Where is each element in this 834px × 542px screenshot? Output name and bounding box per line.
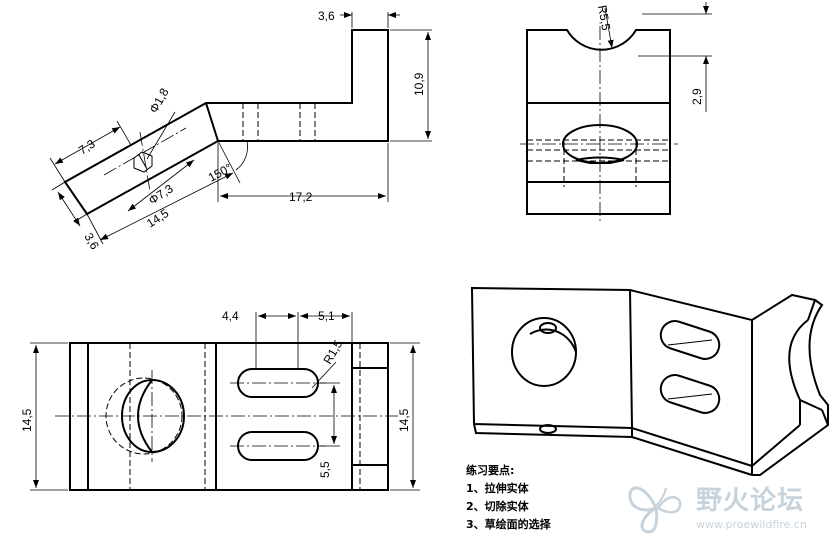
dim-2-9: 2,9 (690, 88, 704, 105)
watermark-url: www.proewildfire.cn (696, 518, 807, 531)
dim-14-5-lower: 14,5 (144, 206, 171, 231)
front-view (63, 29, 389, 216)
notes-title: 练习要点: (466, 464, 515, 477)
dim-10-9: 10,9 (412, 72, 426, 96)
note-item-3: 3、草绘面的选择 (466, 518, 551, 531)
butterfly-icon (628, 486, 682, 534)
practice-notes: 练习要点: 1、拉伸实体 2、切除实体 3、草绘面的选择 (466, 462, 551, 534)
watermark-name: 野火论坛 (696, 486, 805, 516)
front-view-dimensions: 3,6 10,9 17,2 150° Φ1,8 Φ7,3 7,3 14,5 (49, 9, 432, 253)
watermark-logo: 野火论坛 www.proewildfire.cn (622, 478, 832, 538)
dim-17-2: 17,2 (289, 190, 313, 204)
dim-diameter-1-8: Φ1,8 (146, 85, 171, 115)
dim-5-1: 5,1 (318, 309, 335, 323)
dim-7-3: 7,3 (76, 137, 98, 158)
side-view-dimensions: R5,5 2,9 (595, 2, 712, 112)
dim-3-6-top: 3,6 (318, 9, 335, 23)
note-item-1: 1、拉伸实体 (466, 482, 529, 495)
dim-5-5: 5,5 (318, 461, 332, 478)
dim-radius-5-5: R5,5 (595, 4, 613, 32)
side-view (520, 26, 678, 222)
dim-radius-1-5: R1,5 (320, 337, 345, 366)
dim-14-5-right: 14,5 (397, 408, 411, 432)
top-view (55, 342, 398, 491)
dim-4-4: 4,4 (222, 309, 239, 323)
isometric-view (470, 286, 829, 476)
dim-3-6-thickness: 3,6 (81, 231, 102, 253)
dim-14-5-left: 14,5 (20, 408, 34, 432)
note-item-2: 2、切除实体 (466, 500, 529, 513)
